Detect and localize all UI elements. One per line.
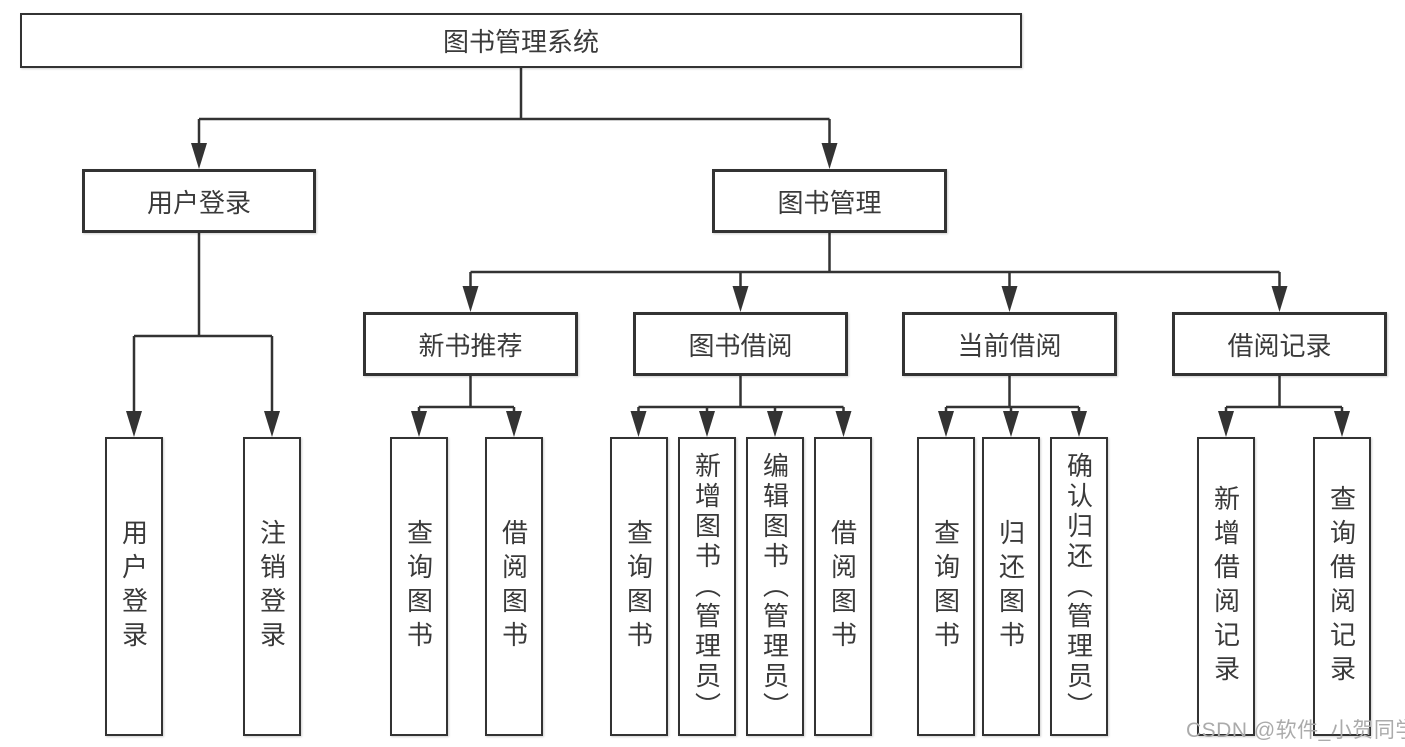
- leaf-add-books-admin: 新增图书（管理员）: [678, 437, 736, 736]
- leaf-borrow-books-recommend: 借阅图书: [485, 437, 543, 736]
- leaf-confirm-return-admin: 确认归还（管理员）: [1050, 437, 1108, 736]
- node-book-management: 图书管理: [712, 169, 947, 233]
- leaf-user-login: 用户登录: [105, 437, 163, 736]
- leaf-query-books-current: 查询图书: [917, 437, 975, 736]
- node-borrow-records: 借阅记录: [1172, 312, 1387, 376]
- leaf-logout: 注销登录: [243, 437, 301, 736]
- node-user-login: 用户登录: [82, 169, 316, 233]
- leaf-borrow-books: 借阅图书: [814, 437, 872, 736]
- leaf-edit-books-admin: 编辑图书（管理员）: [746, 437, 804, 736]
- leaf-query-borrow-record: 查询借阅记录: [1313, 437, 1371, 736]
- node-book-borrow: 图书借阅: [633, 312, 848, 376]
- csdn-watermark: CSDN @软件_小贺同学: [1186, 719, 1405, 742]
- leaf-return-books: 归还图书: [982, 437, 1040, 736]
- node-root-system: 图书管理系统: [20, 13, 1022, 68]
- node-new-book-recommend: 新书推荐: [363, 312, 578, 376]
- leaf-query-books-borrow: 查询图书: [610, 437, 668, 736]
- leaf-add-borrow-record: 新增借阅记录: [1197, 437, 1255, 736]
- leaf-query-books-recommend: 查询图书: [390, 437, 448, 736]
- node-current-borrow: 当前借阅: [902, 312, 1117, 376]
